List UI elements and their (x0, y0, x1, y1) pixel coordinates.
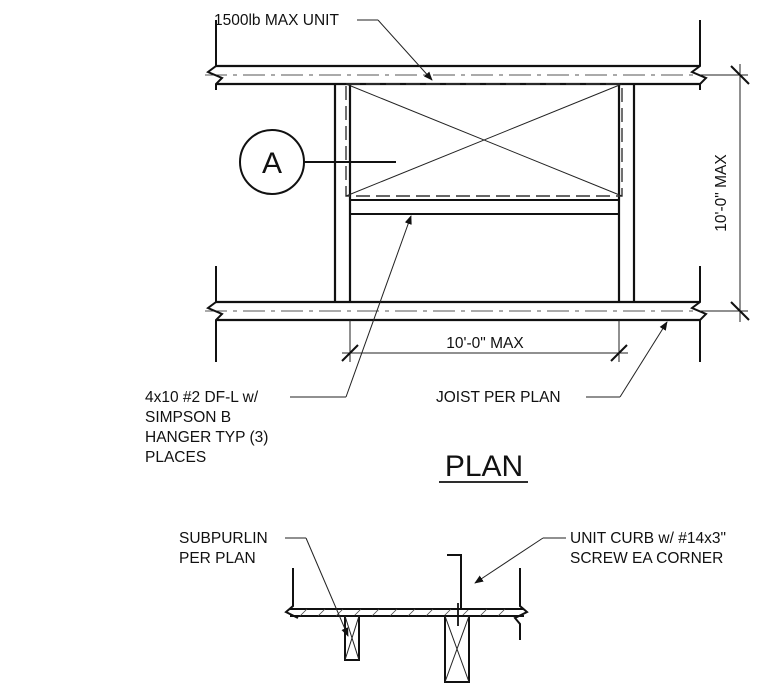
plan-title: PLAN (439, 450, 528, 483)
section-marker: A (239, 129, 396, 195)
curb-callout-line-1: UNIT CURB w/ #14x3" (570, 530, 726, 547)
section-subpurlin (344, 615, 360, 661)
curb-callout: UNIT CURB w/ #14x3" SCREW EA CORNER (474, 530, 726, 584)
hanger-callout-line-3: HANGER TYP (3) (145, 429, 268, 446)
unit-outline (345, 83, 623, 197)
width-dimension-label: 10'-0" MAX (446, 335, 524, 352)
section-view: SUBPURLIN PER PLAN UNIT CURB w/ #14x3" S… (179, 530, 726, 683)
hanger-callout-line-2: SIMPSON B (145, 409, 231, 426)
cross-header (350, 199, 619, 215)
subpurlin-callout-line-1: SUBPURLIN (179, 530, 268, 547)
subpurlin-callout: SUBPURLIN PER PLAN (179, 530, 349, 637)
hanger-callout: 4x10 #2 DF-L w/ SIMPSON B HANGER TYP (3)… (145, 215, 412, 466)
max-unit-callout-label: 1500lb MAX UNIT (214, 12, 339, 29)
plan-view: A 10'-0" MAX 10'-0" MAX 1500lb MAX UNIT (145, 12, 750, 483)
hanger-callout-line-4: PLACES (145, 449, 206, 466)
width-dimension: 10'-0" MAX (341, 320, 628, 362)
right-subpurlin (617, 84, 636, 302)
hanger-callout-line-1: 4x10 #2 DF-L w/ (145, 389, 259, 406)
curb-callout-line-2: SCREW EA CORNER (570, 550, 723, 567)
subpurlin-callout-line-2: PER PLAN (179, 550, 256, 567)
joist-callout-label: JOIST PER PLAN (436, 389, 561, 406)
plan-title-label: PLAN (445, 450, 523, 483)
joist-callout: JOIST PER PLAN (436, 321, 668, 406)
top-joist (205, 20, 712, 90)
section-header (444, 615, 470, 683)
deck-hatch (299, 608, 506, 617)
section-marker-label: A (262, 147, 282, 180)
roof-deck (284, 568, 529, 640)
max-unit-callout: 1500lb MAX UNIT (214, 12, 433, 81)
left-subpurlin (333, 84, 352, 302)
length-dimension: 10'-0" MAX (700, 64, 750, 322)
unit-curb (447, 554, 470, 626)
length-dimension-label: 10'-0" MAX (713, 154, 730, 232)
